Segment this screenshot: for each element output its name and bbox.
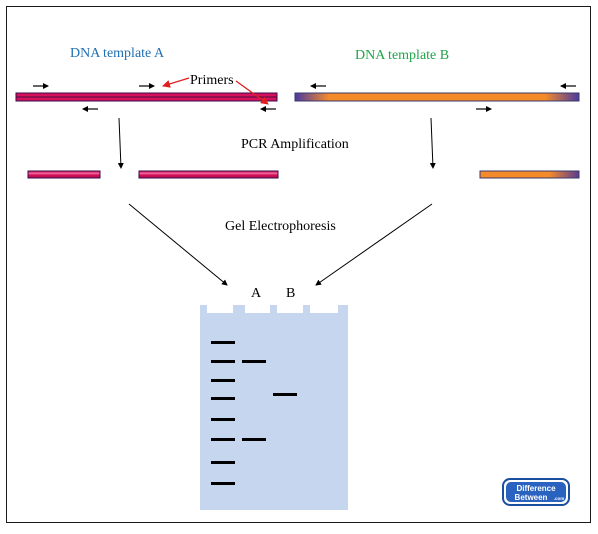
lane-a [242,360,266,441]
ladder-band [211,438,235,441]
pcr-product-b [479,170,580,179]
primer-pointer-arrow [162,77,190,88]
pcr-down-arrow [429,117,436,169]
ladder-band [211,418,235,421]
ladder-band [211,360,235,363]
lane-b-label: B [286,286,295,301]
template-a-label: DNA template A [70,46,165,61]
gel-electrophoresis-label: Gel Electrophoresis [225,219,336,234]
ladder-band [211,397,235,400]
pcr-product-a-long [138,170,279,179]
ladder-band [211,341,235,344]
gel-loading-arrow-b [315,203,433,286]
svg-text:Difference: Difference [516,484,556,493]
pcr-down-arrow [117,117,124,169]
ladder-band [211,482,235,485]
svg-text:Between: Between [515,493,548,502]
lane-b [273,393,297,396]
template-b-strand [294,92,580,102]
lane-b-band [273,393,297,396]
lane-a-band [242,360,266,363]
ladder-band [211,379,235,382]
gel-loading-arrow-a [128,203,228,286]
ladder-lane [211,341,235,485]
svg-text:.com: .com [554,496,565,501]
pcr-product-a-short [27,170,101,179]
ladder-band [211,461,235,464]
template-b-label: DNA template B [355,48,449,63]
pcr-amplification-label: PCR Amplification [241,137,349,152]
lane-a-band [242,438,266,441]
gel-slab [200,305,348,510]
primers-label: Primers [190,73,234,88]
differencebetween-logo: Difference Between .com [502,478,570,506]
template-a-strand [15,92,278,102]
primer-pointer-arrow [235,80,269,105]
lane-a-label: A [251,286,262,301]
